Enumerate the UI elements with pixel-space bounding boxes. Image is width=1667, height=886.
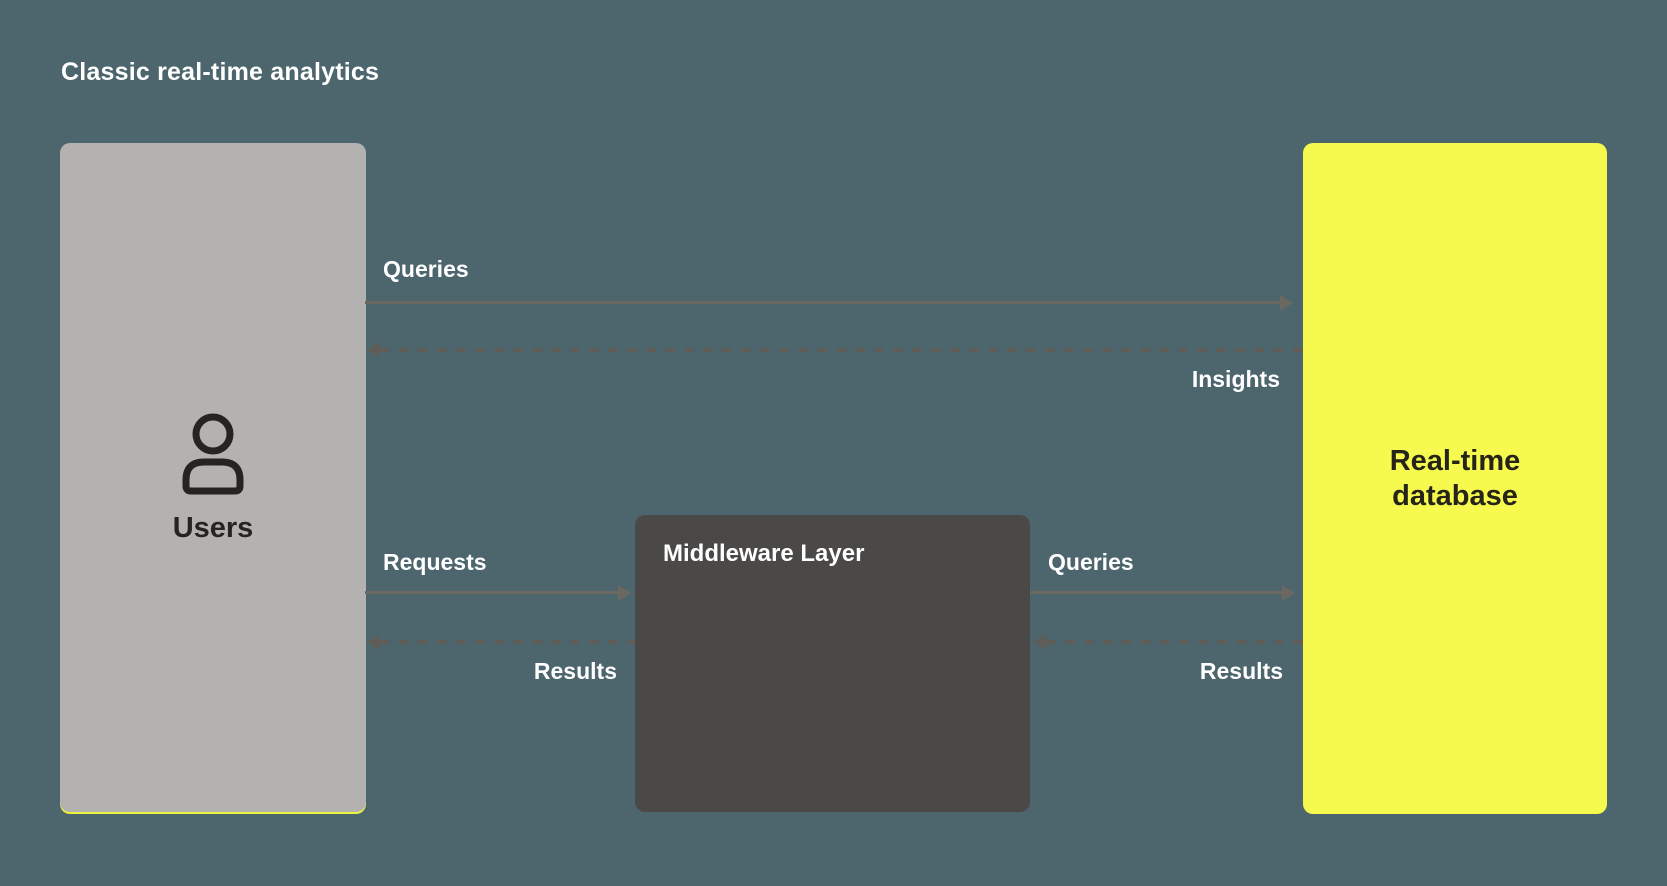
arrow-database-to-middleware [1046, 640, 1303, 644]
arrowhead-left-icon [367, 342, 380, 358]
arrowhead-left-icon [367, 634, 380, 650]
database-node-label: Real-time database [1390, 444, 1521, 514]
middleware-node-label: Middleware Layer [663, 540, 865, 567]
database-node: Real-time database [1303, 143, 1607, 814]
diagram-title: Classic real-time analytics [61, 58, 380, 86]
users-node-label: Users [172, 512, 254, 544]
arrow-users-to-middleware [365, 591, 618, 594]
arrow-middleware-to-users [380, 640, 635, 644]
arrow-database-to-users [380, 348, 1303, 352]
database-label-line1: Real-time [1389, 444, 1521, 477]
person-icon [182, 413, 244, 495]
users-node: Users [60, 143, 366, 812]
flow-label-insights: Insights [1191, 366, 1280, 392]
flow-label-queries-top: Queries [383, 256, 469, 282]
database-label-line2: database [1392, 479, 1518, 512]
arrowhead-left-icon [1033, 634, 1046, 650]
arrowhead-right-icon [618, 585, 631, 601]
arrowhead-right-icon [1282, 585, 1295, 601]
flow-label-requests: Requests [383, 549, 487, 575]
arrowhead-right-icon [1280, 295, 1293, 311]
flow-label-results-right: Results [1199, 658, 1283, 684]
flow-label-results-left: Results [533, 658, 617, 684]
middleware-node: Middleware Layer [635, 515, 1030, 812]
arrow-users-to-database [365, 301, 1280, 304]
arrow-middleware-to-database [1030, 591, 1282, 594]
flow-label-queries-mid: Queries [1048, 549, 1134, 575]
